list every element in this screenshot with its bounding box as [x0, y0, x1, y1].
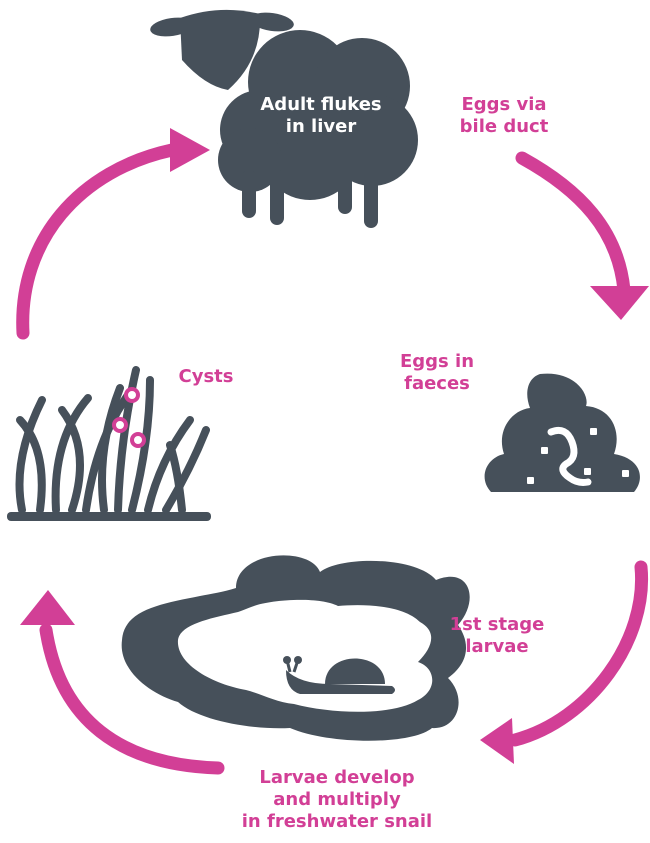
label-eggs-bile-duct: Eggs via bile duct: [438, 94, 570, 138]
faeces-icon: [485, 374, 640, 492]
label-snail-multiply: Larvae develop and multiply in freshwate…: [232, 767, 442, 833]
arrow-cysts-to-sheep: [23, 128, 210, 333]
cyst-dot-icon: [114, 419, 126, 431]
label-adult-flukes: Adult flukes in liver: [255, 94, 387, 138]
label-eggs-faeces: Eggs in faeces: [388, 351, 486, 395]
label-first-stage-larvae: 1st stage larvae: [444, 614, 550, 658]
pond-icon: [122, 555, 470, 740]
snail-icon: [283, 656, 395, 694]
grass-icon: [7, 370, 211, 521]
cyst-dot-icon: [132, 434, 144, 446]
arrow-larvae-to-snail: [480, 567, 642, 764]
label-cysts: Cysts: [166, 366, 246, 388]
cyst-dot-icon: [126, 389, 138, 401]
arrow-bile-to-faeces: [522, 158, 649, 320]
